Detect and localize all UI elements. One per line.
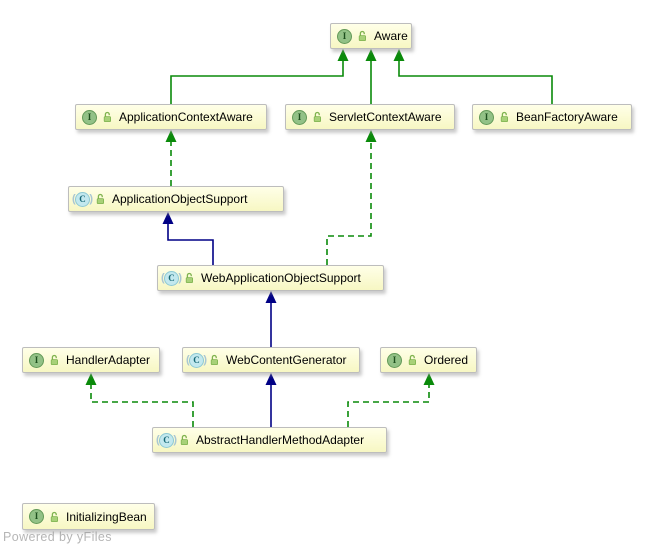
- lock-icon: [210, 354, 219, 365]
- lock-icon: [185, 272, 194, 283]
- edge-abstract-handler-method-adapter-to-web-content-generator[interactable]: [265, 373, 277, 427]
- lock-icon: [180, 434, 189, 445]
- arrowhead-icon: [337, 49, 349, 61]
- node-aware[interactable]: I Aware: [330, 23, 412, 49]
- interface-icon: I: [29, 509, 44, 524]
- arrowhead-icon: [165, 130, 177, 142]
- node-label: Ordered: [424, 353, 469, 367]
- arrowhead-icon: [423, 373, 435, 385]
- node-servlet-context-aware[interactable]: I ServletContextAware: [285, 104, 455, 130]
- node-bean-factory-aware[interactable]: I BeanFactoryAware: [472, 104, 632, 130]
- lock-icon: [50, 354, 59, 365]
- node-handler-adapter[interactable]: I HandlerAdapter: [22, 347, 160, 373]
- node-label: Aware: [374, 29, 408, 43]
- arrowhead-icon: [365, 130, 377, 142]
- node-label: WebApplicationObjectSupport: [201, 271, 361, 285]
- node-label: AbstractHandlerMethodAdapter: [196, 433, 365, 447]
- node-web-content-generator[interactable]: C WebContentGenerator: [182, 347, 360, 373]
- arrowhead-icon: [265, 291, 277, 303]
- node-label: ServletContextAware: [329, 110, 442, 124]
- node-initializing-bean[interactable]: I InitializingBean: [22, 503, 155, 530]
- lock-icon: [358, 30, 367, 41]
- lock-icon: [408, 354, 417, 365]
- arrowhead-icon: [393, 49, 405, 61]
- arrowhead-icon: [85, 373, 97, 385]
- interface-icon: I: [479, 109, 494, 125]
- node-label: BeanFactoryAware: [516, 110, 618, 124]
- edge-servlet-context-aware-to-aware[interactable]: [365, 49, 377, 104]
- arrowhead-icon: [265, 373, 277, 385]
- edge-bean-factory-aware-to-aware[interactable]: [393, 49, 553, 104]
- edge-line: [347, 384, 430, 427]
- class-icon: C: [156, 432, 177, 448]
- edge-web-content-generator-to-web-application-object-support[interactable]: [265, 291, 277, 347]
- edge-application-object-support-to-application-context-aware[interactable]: [165, 130, 177, 186]
- node-label: InitializingBean: [66, 509, 147, 524]
- edge-line: [167, 223, 214, 265]
- arrowhead-icon: [162, 212, 174, 224]
- node-ordered[interactable]: I Ordered: [380, 347, 477, 373]
- arrowhead-icon: [365, 49, 377, 61]
- lock-icon: [103, 111, 112, 122]
- lock-icon: [313, 111, 322, 122]
- edge-application-context-aware-to-aware[interactable]: [170, 49, 349, 104]
- yfiles-watermark: Powered by yFiles: [3, 530, 112, 544]
- node-abstract-handler-method-adapter[interactable]: C AbstractHandlerMethodAdapter: [152, 427, 387, 453]
- interface-icon: I: [337, 28, 352, 44]
- node-label: ApplicationObjectSupport: [112, 192, 248, 206]
- class-icon: C: [186, 352, 207, 368]
- interface-icon: I: [387, 352, 402, 368]
- node-application-object-support[interactable]: C ApplicationObjectSupport: [68, 186, 284, 212]
- edge-abstract-handler-method-adapter-to-ordered[interactable]: [347, 373, 435, 427]
- interface-icon: I: [82, 109, 97, 125]
- node-label: ApplicationContextAware: [119, 110, 253, 124]
- node-web-application-object-support[interactable]: C WebApplicationObjectSupport: [157, 265, 384, 291]
- interface-icon: I: [292, 109, 307, 125]
- edge-line: [398, 60, 553, 104]
- edge-web-application-object-support-to-servlet-context-aware[interactable]: [326, 130, 377, 265]
- edge-web-application-object-support-to-application-object-support[interactable]: [162, 212, 214, 265]
- edge-line: [90, 384, 194, 427]
- lock-icon: [96, 193, 105, 204]
- edge-line: [170, 60, 344, 104]
- edge-line: [326, 141, 372, 265]
- lock-icon: [50, 511, 59, 522]
- class-icon: C: [72, 191, 93, 207]
- node-label: HandlerAdapter: [66, 353, 151, 367]
- lock-icon: [500, 111, 509, 122]
- node-label: WebContentGenerator: [226, 353, 347, 367]
- interface-icon: I: [29, 352, 44, 368]
- node-application-context-aware[interactable]: I ApplicationContextAware: [75, 104, 267, 130]
- edge-abstract-handler-method-adapter-to-handler-adapter[interactable]: [85, 373, 194, 427]
- class-icon: C: [161, 270, 182, 286]
